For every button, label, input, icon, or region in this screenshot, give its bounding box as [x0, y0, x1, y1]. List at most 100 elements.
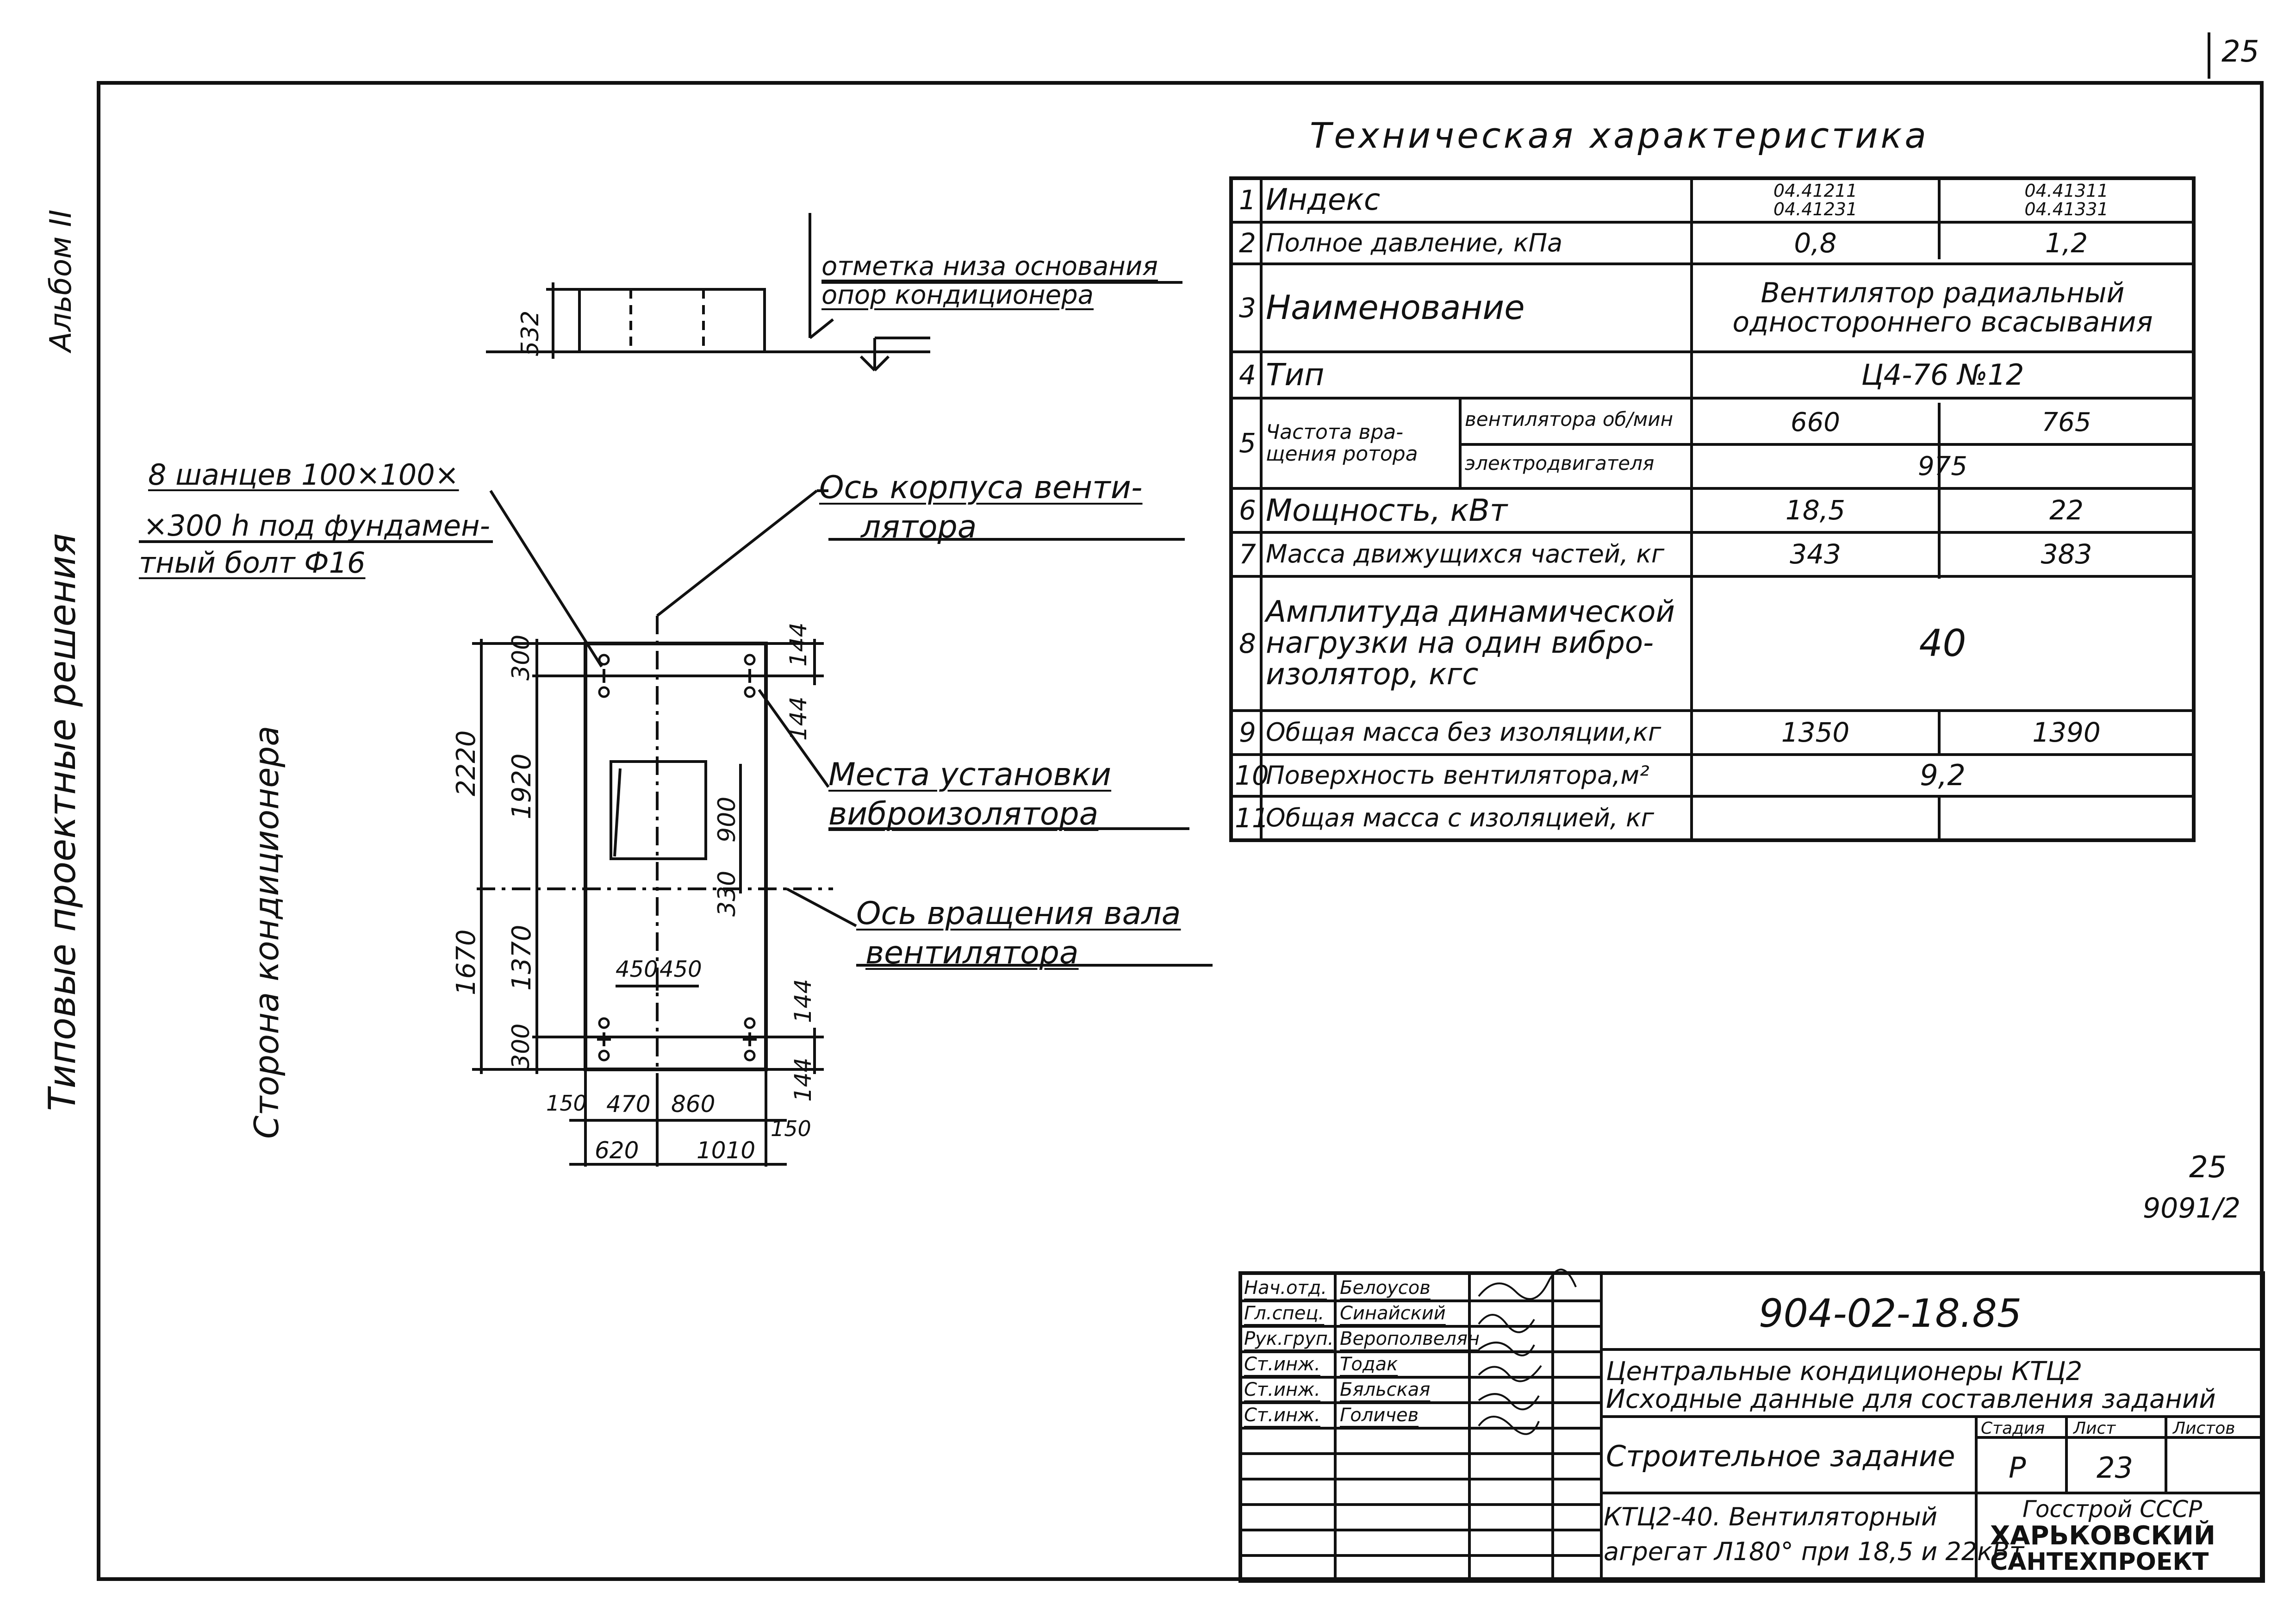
doc-title-2: Исходные данные для составления заданий — [1606, 1384, 2216, 1414]
spec-row-number: 6 — [1239, 494, 1256, 526]
spec-row-value-2: 22 — [2049, 494, 2084, 526]
signer-name: Бяльская — [1340, 1379, 1431, 1400]
spec-row-name: Тип — [1266, 357, 1325, 393]
signer-name: Белоусов — [1340, 1277, 1431, 1299]
signer-name: Голичев — [1340, 1405, 1419, 1426]
dim-300-bottom: 300 — [507, 1023, 535, 1069]
spec-row-name: Частота вра- щения ротора — [1266, 420, 1418, 466]
doc-title-1: Центральные кондиционеры КТЦ2 — [1606, 1356, 2083, 1387]
sheet-ref-bottom: 9091/2 — [2143, 1192, 2241, 1224]
dim-450-b: 450 — [660, 956, 702, 982]
doc-code: 904-02-18.85 — [1759, 1291, 2022, 1336]
dim-2220: 2220 — [451, 730, 481, 796]
spec-row-merged: 975 — [1918, 451, 1967, 481]
note-anchors-2: ×300 h под фундамен- — [143, 509, 490, 543]
spec-row-value-1 — [1692, 796, 1939, 840]
drawing-frame — [97, 81, 2264, 1581]
spec-row-number: 10 — [1235, 759, 1269, 791]
spec-row-merged: 40 — [1919, 622, 1966, 665]
signer-role: Ст.инж. — [1244, 1379, 1320, 1400]
note-base-2: опор кондиционера — [821, 280, 1094, 310]
note-isolators-1: Места установки — [828, 756, 1112, 793]
spec-row-number: 4 — [1239, 359, 1256, 391]
note-base-1: отметка низа основания — [821, 251, 1158, 281]
spec-row-name: Поверхность вентилятора,м² — [1266, 760, 1649, 790]
dim-144-b: 144 — [785, 696, 812, 741]
dim-144-c: 144 — [790, 979, 816, 1023]
spec-row-number: 1 — [1239, 184, 1256, 216]
org-1: Госстрой СССР — [2022, 1496, 2203, 1523]
dim-532: 532 — [516, 310, 544, 356]
org-3: САНТЕХПРОЕКТ — [1990, 1548, 2209, 1576]
spec-row-merged: Вентилятор радиальный одностороннего вса… — [1732, 277, 2153, 338]
signer-role: Ст.инж. — [1244, 1354, 1320, 1375]
spec-row-number: 5 — [1239, 427, 1256, 459]
spec-row-number: 2 — [1239, 227, 1256, 259]
dim-1670: 1670 — [451, 929, 481, 995]
spec-row-value-1: 343 — [1790, 538, 1841, 570]
spec-row-name: Мощность, кВт — [1266, 492, 1508, 528]
spec-row-name: Индекс — [1266, 182, 1381, 217]
signer-name: Верополвелян — [1340, 1328, 1480, 1349]
spec-row-number: 3 — [1239, 292, 1256, 324]
spec-row-value-2 — [1939, 796, 2194, 840]
spec-row-name: Общая масса с изоляцией, кг — [1266, 803, 1655, 833]
signer-role: Гл.спец. — [1244, 1303, 1325, 1324]
spec-row-name: Полное давление, кПа — [1266, 228, 1563, 257]
spec-row-name: Амплитуда динамической нагрузки на один … — [1266, 595, 1675, 692]
signer-name: Тодак — [1340, 1354, 1398, 1375]
doc-description-1: КТЦ2-40. Вентиляторный — [1604, 1502, 1938, 1531]
note-axis-body-1: Ось корпуса венти- — [819, 469, 1143, 506]
org-2: ХАРЬКОВСКИЙ — [1990, 1521, 2215, 1551]
spec-row-name: Масса движущихся частей, кг — [1266, 539, 1665, 569]
dim-300-top: 300 — [507, 634, 535, 681]
dim-150-b: 150 — [771, 1116, 811, 1141]
spec-row-merged: Ц4-76 №12 — [1861, 358, 2024, 392]
spec-row-sub-a: вентилятора об/мин — [1465, 408, 1674, 431]
note-axis-shaft-2: вентилятора — [865, 935, 1079, 971]
spec-row-sub-b: электродвигателя — [1465, 452, 1655, 475]
spec-row-name: Общая масса без изоляции,кг — [1266, 718, 1661, 747]
note-anchors-1: 8 шанцев 100×100× — [148, 458, 459, 492]
dim-470: 470 — [606, 1091, 651, 1118]
spec-row-value-2: 04.41311 04.41331 — [2024, 180, 2109, 219]
note-isolators-2: виброизолятора — [828, 796, 1099, 832]
signer-name: Синайский — [1340, 1303, 1446, 1324]
spec-row-number: 9 — [1239, 717, 1256, 749]
spec-row-value-1: 18,5 — [1785, 494, 1846, 526]
signer-role: Нач.отд. — [1244, 1277, 1327, 1299]
dim-330: 330 — [713, 870, 741, 917]
doc-subtitle: Строительное задание — [1606, 1439, 1955, 1473]
sheet-value: 23 — [2097, 1451, 2133, 1485]
dim-860: 860 — [671, 1091, 716, 1118]
spec-row-number: 7 — [1239, 538, 1256, 570]
sheet-ref-top: 25 — [2189, 1150, 2227, 1185]
note-axis-body-2: лятора — [861, 509, 977, 545]
spec-row-value-1: 04.41211 04.41231 — [1773, 180, 1858, 219]
stage-value: Р — [2009, 1451, 2026, 1485]
page-number: 25 — [2221, 35, 2259, 69]
spec-row-value-2: 1,2 — [2045, 227, 2088, 259]
dim-144-a: 144 — [785, 622, 812, 667]
signer-role: Рук.груп. — [1244, 1328, 1334, 1349]
dim-900: 900 — [713, 796, 741, 843]
stage-label: Стадия — [1981, 1419, 2045, 1438]
dim-1370: 1370 — [507, 924, 537, 991]
sheets-label: Листов — [2173, 1419, 2235, 1438]
spec-row-value-1: 660 — [1791, 407, 1840, 437]
note-axis-shaft-1: Ось вращения вала — [856, 895, 1181, 932]
spec-title: Техническая характеристика — [1310, 115, 1929, 156]
spec-row-name: Наименование — [1266, 288, 1525, 327]
spec-row-number: 8 — [1239, 627, 1256, 659]
dim-1010: 1010 — [697, 1137, 756, 1164]
spec-row-value-1: 0,8 — [1794, 227, 1837, 259]
spec-row-value-2: 1390 — [2032, 717, 2101, 749]
spec-row-value-2: 765 — [2041, 407, 2091, 437]
spec-row-value-1: 1350 — [1781, 717, 1850, 749]
dim-144-d: 144 — [790, 1057, 816, 1102]
spec-row-merged: 9,2 — [1920, 758, 1966, 793]
doc-description-2: агрегат Л180° при 18,5 и 22кВт — [1604, 1537, 2024, 1566]
dim-620: 620 — [595, 1137, 639, 1164]
dim-1920: 1920 — [507, 753, 537, 819]
